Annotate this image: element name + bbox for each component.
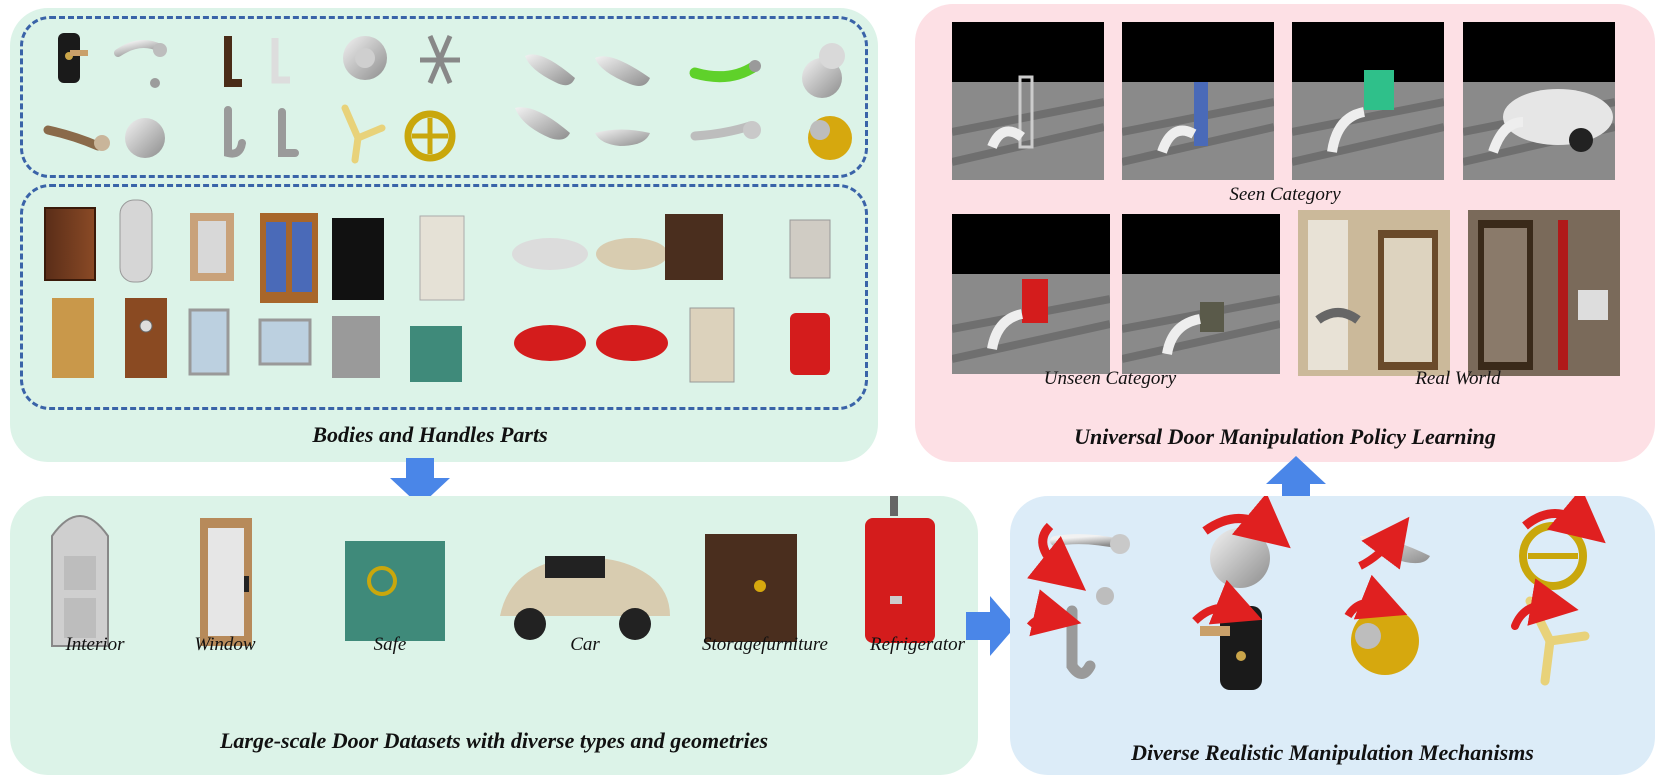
real-thumb-1 (1298, 210, 1450, 376)
wood-lever-icon (43, 125, 110, 151)
real-world-label: Real World (1415, 368, 1501, 389)
silver-lever-icon (690, 121, 761, 141)
bodies-handles-caption: Bodies and Handles Parts (312, 422, 548, 447)
spoke-wheel-icon (420, 35, 460, 84)
keyhole-handle-icon (58, 33, 88, 83)
sim-thumb-3 (1292, 22, 1444, 180)
keyhole-rotate-icon (1192, 579, 1263, 690)
category-refrigerator-label: Refrigerator (870, 634, 965, 655)
mechanisms-illustrations (1026, 496, 1606, 690)
mechanisms-caption: Diverse Realistic Manipulation Mechanism… (1131, 740, 1534, 765)
category-safe-label: Safe (373, 634, 407, 655)
spoke-rotate-icon (1511, 578, 1590, 686)
round-knob-icon (802, 43, 845, 98)
mechanisms-panel: Diverse Realistic Manipulation Mechanism… (1010, 496, 1655, 775)
plate-knob-rotate-icon (1344, 574, 1419, 675)
seen-category-label: Seen Category (1229, 184, 1341, 205)
dataset-caption: Large-scale Door Datasets with diverse t… (219, 728, 769, 753)
yellow-wheel-icon (404, 110, 456, 162)
sim-thumb-1 (952, 22, 1104, 180)
car-handle-rotate-icon (1358, 516, 1430, 570)
window-icon (200, 518, 252, 646)
gold-plate-knob-icon (808, 116, 852, 160)
category-car-label: Car (570, 634, 600, 655)
storagefurniture-icon (705, 534, 797, 642)
bodies-handles-panel: Bodies and Handles Parts (10, 8, 878, 462)
knob-wheel-icon (343, 36, 387, 80)
dataset-illustrations (51, 496, 935, 647)
unseen-category-label: Unseen Category (1043, 368, 1177, 389)
dataset-panel: Interior Window Safe Car Storagefurnitur… (10, 496, 978, 775)
sim-thumb-2 (1122, 22, 1274, 180)
refrigerator-icon (865, 496, 935, 643)
category-interior-label: Interior (65, 634, 125, 655)
green-lever-icon (689, 60, 761, 83)
real-thumb-2 (1468, 210, 1620, 376)
category-storagefurniture-label: Storagefurniture (702, 634, 828, 655)
bodies-illustrations (44, 199, 831, 383)
policy-caption: Universal Door Manipulation Policy Learn… (1074, 424, 1496, 449)
wheel-rotate-icon (1519, 496, 1606, 590)
lever-rotate-icon (1027, 522, 1130, 605)
bent-handle-icon (224, 106, 299, 158)
sim-thumb-4 (1463, 22, 1615, 180)
handles-illustrations (43, 33, 852, 383)
bodies-group (20, 184, 868, 410)
hook-handle-icon (224, 36, 290, 87)
arrow-right-icon (966, 596, 1016, 656)
handles-group (20, 16, 868, 178)
interior-door-icon (51, 515, 109, 647)
car-icon (500, 556, 670, 640)
arrow-down-icon (390, 458, 450, 506)
car-handle-2-icon (515, 107, 650, 146)
sim-thumb-5 (952, 214, 1110, 374)
lever-handle-icon (114, 40, 167, 88)
knob-rotate-icon (1202, 496, 1291, 588)
tri-spoke-icon (341, 104, 386, 164)
sim-thumb-6 (1122, 214, 1280, 374)
ball-knob-icon (125, 118, 165, 158)
category-window-label: Window (194, 634, 256, 655)
arrow-up-icon (1266, 456, 1326, 504)
safe-icon (345, 541, 445, 641)
hook-rotate-icon (1026, 589, 1096, 679)
policy-panel: Seen Category Unseen Category Real World… (915, 4, 1655, 462)
car-handle-icon (525, 54, 650, 86)
